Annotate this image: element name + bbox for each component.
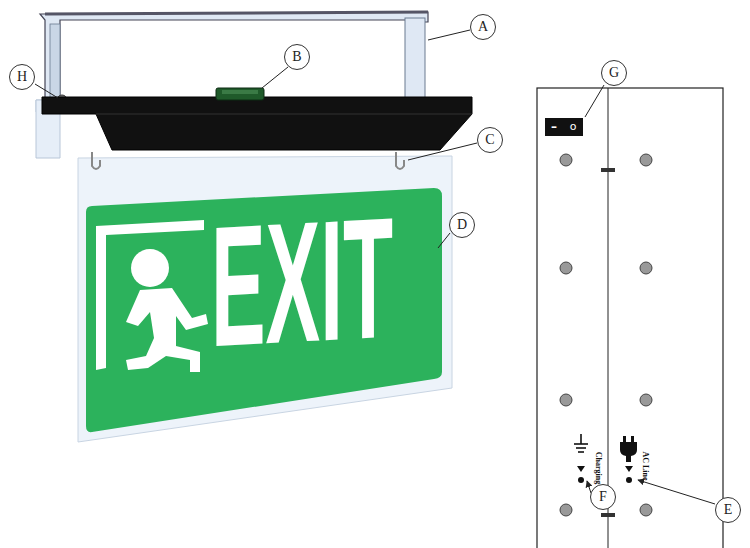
callout-letter: A [470, 14, 496, 40]
switch-mark: – [551, 121, 557, 133]
divider-tab [601, 513, 615, 517]
callout-letter: E [715, 497, 741, 523]
leader-lines [35, 30, 715, 504]
callout-letter: F [590, 484, 616, 510]
divider-tab [601, 168, 615, 172]
frame-bar [45, 12, 428, 14]
callout-letter: D [449, 212, 475, 238]
running-man-icon [96, 220, 208, 372]
acrylic-panel [78, 156, 452, 442]
hook [396, 152, 404, 169]
housing-edge [96, 114, 472, 115]
hook [92, 152, 100, 169]
ground-symbol [574, 434, 588, 452]
power-switch [545, 118, 583, 136]
led-indicator [577, 466, 633, 483]
callout-letter: G [601, 60, 627, 86]
connector-block [216, 88, 264, 100]
indicator-label: AC Line [641, 451, 649, 480]
housing [42, 97, 472, 150]
switch-mark: o [570, 121, 577, 132]
plug-symbol [620, 436, 637, 462]
callout-letter: C [477, 127, 503, 153]
frame-leg [405, 18, 425, 102]
sign-text: EXIT [211, 191, 393, 372]
indicator-label: Charging [594, 452, 602, 484]
hanging-frame [40, 12, 428, 100]
frame-leg [50, 24, 60, 100]
callout-letter: B [284, 44, 310, 70]
callout-letter: H [9, 64, 35, 90]
green-sign [86, 188, 442, 432]
screw-holes [560, 154, 652, 516]
connector-block [222, 90, 258, 94]
back-panel [537, 88, 723, 548]
panel-divider [608, 88, 609, 548]
